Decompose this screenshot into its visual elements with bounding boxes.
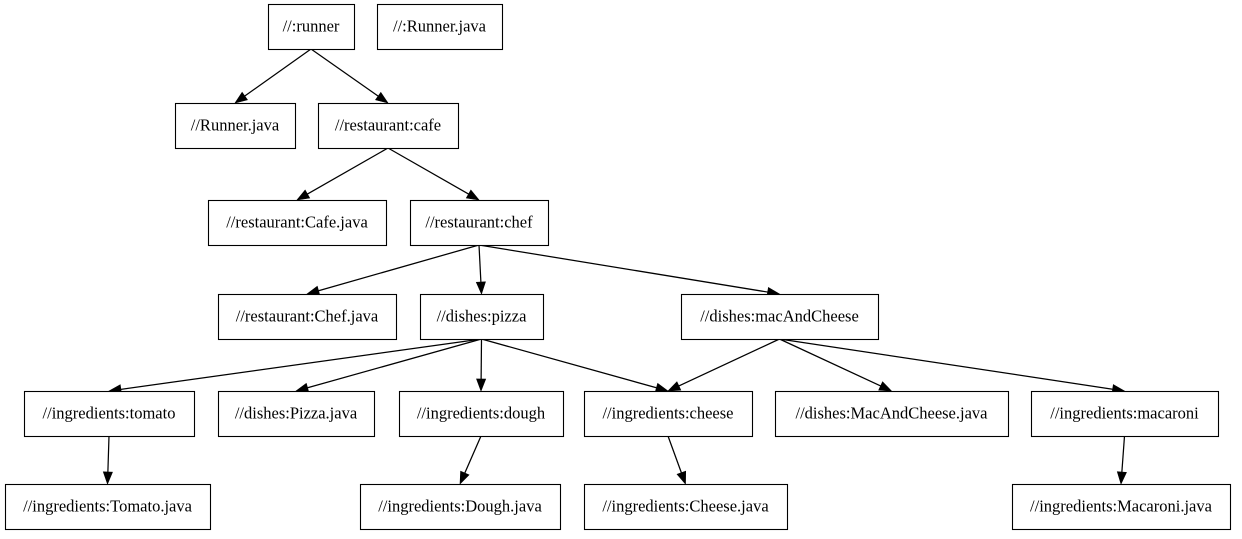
node-restaurant_Cafe_java[interactable]: //restaurant:Cafe.java (207, 199, 388, 247)
edge-restaurant_chef-to-restaurant_Chef_java (318, 244, 480, 292)
node-label-restaurant_cafe: //restaurant:cafe (335, 115, 441, 134)
node-label-restaurant_Cafe_java: //restaurant:Cafe.java (226, 212, 368, 231)
node-box-restaurant_cafe[interactable] (317, 102, 460, 150)
node-label-ingredients_Tomato_java: //ingredients:Tomato.java (23, 496, 193, 515)
node-label-ingredients_macaroni: //ingredients:macaroni (1050, 403, 1199, 422)
arrowhead-runner-to-Runner_java (234, 91, 248, 104)
edge-restaurant_cafe-to-restaurant_chef (387, 147, 469, 195)
node-dishes_macAndCheese[interactable]: //dishes:macAndCheese (680, 293, 880, 341)
edge-runner-to-restaurant_cafe (310, 48, 379, 97)
arrowhead-dishes_macAndCheese-to-ingredients_cheese (667, 381, 682, 392)
edge-ingredients_tomato-to-ingredients_Tomato_java (107, 435, 110, 473)
arrowhead-restaurant_cafe-to-restaurant_Cafe_java (296, 189, 311, 201)
edge-ingredients_cheese-to-ingredients_Cheese_java (667, 435, 682, 473)
node-label-ingredients_Macaroni_java: //ingredients:Macaroni.java (1030, 496, 1213, 515)
node-Runner_java[interactable]: //Runner.java (174, 102, 297, 150)
edge-dishes_pizza-to-dishes_Pizza_java (307, 338, 482, 389)
node-box-ingredients_tomato[interactable] (23, 390, 196, 438)
node-box-dishes_macAndCheese[interactable] (680, 293, 880, 341)
node-box-dishes_pizza[interactable] (419, 293, 545, 341)
node-root_Runner_java[interactable]: //:Runner.java (376, 3, 504, 51)
node-label-restaurant_Chef_java: //restaurant:Chef.java (236, 306, 379, 325)
node-restaurant_chef[interactable]: //restaurant:chef (409, 199, 550, 247)
edge-restaurant_chef-to-dishes_macAndCheese (478, 244, 768, 293)
arrowhead-restaurant_cafe-to-restaurant_chef (465, 189, 480, 201)
edge-dishes_macAndCheese-to-dishes_MacAndCheese_java (779, 338, 881, 387)
node-label-restaurant_chef: //restaurant:chef (425, 212, 533, 231)
node-ingredients_dough[interactable]: //ingredients:dough (398, 390, 565, 438)
arrowhead-runner-to-restaurant_cafe (375, 91, 389, 104)
node-label-Runner_java: //Runner.java (191, 115, 280, 134)
arrowhead-ingredients_tomato-to-ingredients_Tomato_java (102, 471, 113, 485)
node-dishes_pizza[interactable]: //dishes:pizza (419, 293, 545, 341)
arrowhead-dishes_pizza-to-ingredients_cheese (654, 382, 669, 393)
node-box-ingredients_Dough_java[interactable] (359, 483, 562, 531)
node-box-restaurant_chef[interactable] (409, 199, 550, 247)
nodes-layer: //:runner //:Runner.java //Runner.java //re… (4, 3, 1232, 531)
node-ingredients_Tomato_java[interactable]: //ingredients:Tomato.java (4, 483, 212, 531)
node-ingredients_tomato[interactable]: //ingredients:tomato (23, 390, 196, 438)
node-ingredients_Dough_java[interactable]: //ingredients:Dough.java (359, 483, 562, 531)
node-ingredients_Macaroni_java[interactable]: //ingredients:Macaroni.java (1011, 483, 1232, 531)
node-label-dishes_MacAndCheese_java: //dishes:MacAndCheese.java (796, 403, 989, 422)
node-box-restaurant_Chef_java[interactable] (217, 293, 398, 341)
arrowhead-dishes_macAndCheese-to-dishes_MacAndCheese_java (878, 381, 893, 392)
node-box-ingredients_cheese[interactable] (583, 390, 754, 438)
edge-ingredients_macaroni-to-ingredients_Macaroni_java (1121, 435, 1126, 473)
node-box-Runner_java[interactable] (174, 102, 297, 150)
node-label-ingredients_Cheese_java: //ingredients:Cheese.java (602, 496, 769, 515)
node-box-dishes_Pizza_java[interactable] (217, 390, 376, 438)
edge-dishes_macAndCheese-to-ingredients_macaroni (779, 338, 1113, 390)
node-dishes_MacAndCheese_java[interactable]: //dishes:MacAndCheese.java (774, 390, 1010, 438)
node-box-ingredients_macaroni[interactable] (1030, 390, 1220, 438)
node-box-runner[interactable] (267, 3, 356, 51)
node-restaurant_Chef_java[interactable]: //restaurant:Chef.java (217, 293, 398, 341)
node-label-dishes_macAndCheese: //dishes:macAndCheese (700, 306, 859, 325)
edge-ingredients_dough-to-ingredients_Dough_java (464, 435, 482, 474)
node-label-dishes_Pizza_java: //dishes:Pizza.java (235, 403, 358, 422)
edge-runner-to-Runner_java (244, 48, 312, 97)
node-ingredients_Cheese_java[interactable]: //ingredients:Cheese.java (583, 483, 789, 531)
node-ingredients_cheese[interactable]: //ingredients:cheese (583, 390, 754, 438)
node-restaurant_cafe[interactable]: //restaurant:cafe (317, 102, 460, 150)
node-box-ingredients_Tomato_java[interactable] (4, 483, 212, 531)
node-box-dishes_MacAndCheese_java[interactable] (774, 390, 1010, 438)
node-label-root_Runner_java: //:Runner.java (393, 16, 487, 35)
arrowhead-restaurant_chef-to-restaurant_Chef_java (306, 285, 321, 296)
node-label-ingredients_Dough_java: //ingredients:Dough.java (378, 496, 542, 515)
arrowhead-ingredients_macaroni-to-ingredients_Macaroni_java (1116, 471, 1127, 485)
node-label-dishes_pizza: //dishes:pizza (437, 306, 527, 325)
arrowhead-restaurant_chef-to-dishes_pizza (475, 281, 486, 295)
node-label-ingredients_tomato: //ingredients:tomato (43, 403, 176, 422)
arrowhead-dishes_pizza-to-dishes_Pizza_java (295, 382, 310, 393)
edge-dishes_macAndCheese-to-ingredients_cheese (678, 338, 780, 387)
node-label-ingredients_dough: //ingredients:dough (417, 403, 546, 422)
node-label-ingredients_cheese: //ingredients:cheese (602, 403, 733, 422)
arrowhead-ingredients_dough-to-ingredients_Dough_java (459, 470, 470, 485)
node-box-ingredients_dough[interactable] (398, 390, 565, 438)
node-box-ingredients_Cheese_java[interactable] (583, 483, 789, 531)
edge-restaurant_chef-to-dishes_pizza (478, 244, 482, 283)
node-runner[interactable]: //:runner (267, 3, 356, 51)
edge-dishes_pizza-to-ingredients_cheese (481, 338, 657, 389)
node-ingredients_macaroni[interactable]: //ingredients:macaroni (1030, 390, 1220, 438)
node-box-root_Runner_java[interactable] (376, 3, 504, 51)
edges-layer (102, 48, 1127, 485)
node-box-ingredients_Macaroni_java[interactable] (1011, 483, 1232, 531)
arrowhead-dishes_pizza-to-ingredients_dough (476, 378, 487, 392)
node-box-restaurant_Cafe_java[interactable] (207, 199, 388, 247)
arrowhead-ingredients_cheese-to-ingredients_Cheese_java (676, 470, 687, 485)
edge-restaurant_cafe-to-restaurant_Cafe_java (307, 147, 389, 195)
node-label-runner: //:runner (283, 16, 340, 35)
node-dishes_Pizza_java[interactable]: //dishes:Pizza.java (217, 390, 376, 438)
edge-dishes_pizza-to-ingredients_tomato (120, 338, 482, 390)
